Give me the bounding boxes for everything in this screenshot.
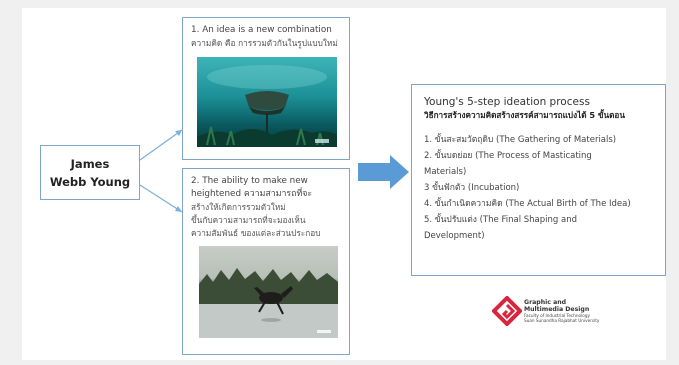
person-name-box: James Webb Young	[40, 145, 140, 200]
process-step-line: Development)	[424, 231, 485, 241]
big-right-arrow	[358, 155, 409, 189]
person-name-line1: James	[70, 156, 110, 171]
ideation-process-box: Young's 5-step ideation process วิธีการส…	[411, 84, 666, 276]
process-step-line: 4. ขั้นกำเนิดความคิด (The Actual Birth o…	[424, 199, 631, 209]
jumping-dog-ad-image	[199, 246, 338, 338]
process-step-line: Materials)	[424, 167, 467, 177]
connector-line-bottom	[139, 184, 183, 213]
process-subtitle: วิธีการสร้างความคิดสร้างสรรค์สามารถแบ่งไ…	[424, 110, 625, 120]
underwater-scene-illustration	[197, 65, 337, 147]
connector-line-top	[139, 129, 183, 161]
process-step-line: 1. ขั้นสะสมวัตถุดิบ (The Gathering of Ma…	[424, 135, 617, 145]
idea1-thai: ความคิด คือ การรวมตัวกันในรูปแบบใหม่	[191, 38, 338, 48]
connector-arrowhead-top	[175, 130, 182, 136]
logo-line3: Faculty of Industrial Technology	[524, 313, 590, 318]
process-step-line: 2. ขั้นบดย่อย (The Process of Masticatin…	[424, 151, 592, 161]
connector-arrowhead-bottom	[175, 206, 182, 212]
idea2-line4: ขึ้นกับความสามารถที่จะมองเห็น	[191, 215, 306, 225]
logo-line1: Graphic and	[524, 299, 567, 306]
logo-mark-icon	[491, 295, 523, 327]
process-title: Young's 5-step ideation process	[424, 96, 590, 108]
idea2-line3: สร้างให้เกิดการรวมตัวใหม่	[191, 202, 286, 212]
process-step-line: 5. ขั้นปรับแต่ง (The Final Shaping and	[424, 215, 577, 225]
idea-box-ability: 2. The ability to make new heightened คว…	[182, 168, 350, 355]
idea2-line5: ความสัมพันธ์ ของแต่ละส่วนประกอบ	[191, 228, 321, 238]
idea1-title: 1. An idea is a new combination	[191, 25, 332, 35]
person-name-line2: Webb Young	[49, 174, 131, 189]
faculty-logo: Graphic and Multimedia Design Faculty of…	[491, 295, 612, 328]
underwater-ad-image	[197, 57, 337, 147]
logo-text: Graphic and Multimedia Design Faculty of…	[524, 299, 599, 323]
idea2-line2: heightened ความสามารถที่จะ	[191, 189, 313, 199]
idea2-line1: 2. The ability to make new	[191, 176, 308, 186]
forest-dog-scene-illustration	[199, 268, 338, 338]
process-step-line: 3 ขั้นฟักตัว (Incubation)	[424, 183, 520, 193]
logo-line4: Suan Sunandha Rajabhat University	[524, 318, 600, 323]
idea-box-combination: 1. An idea is a new combination ความคิด …	[182, 17, 350, 160]
logo-line2: Multimedia Design	[524, 306, 590, 313]
